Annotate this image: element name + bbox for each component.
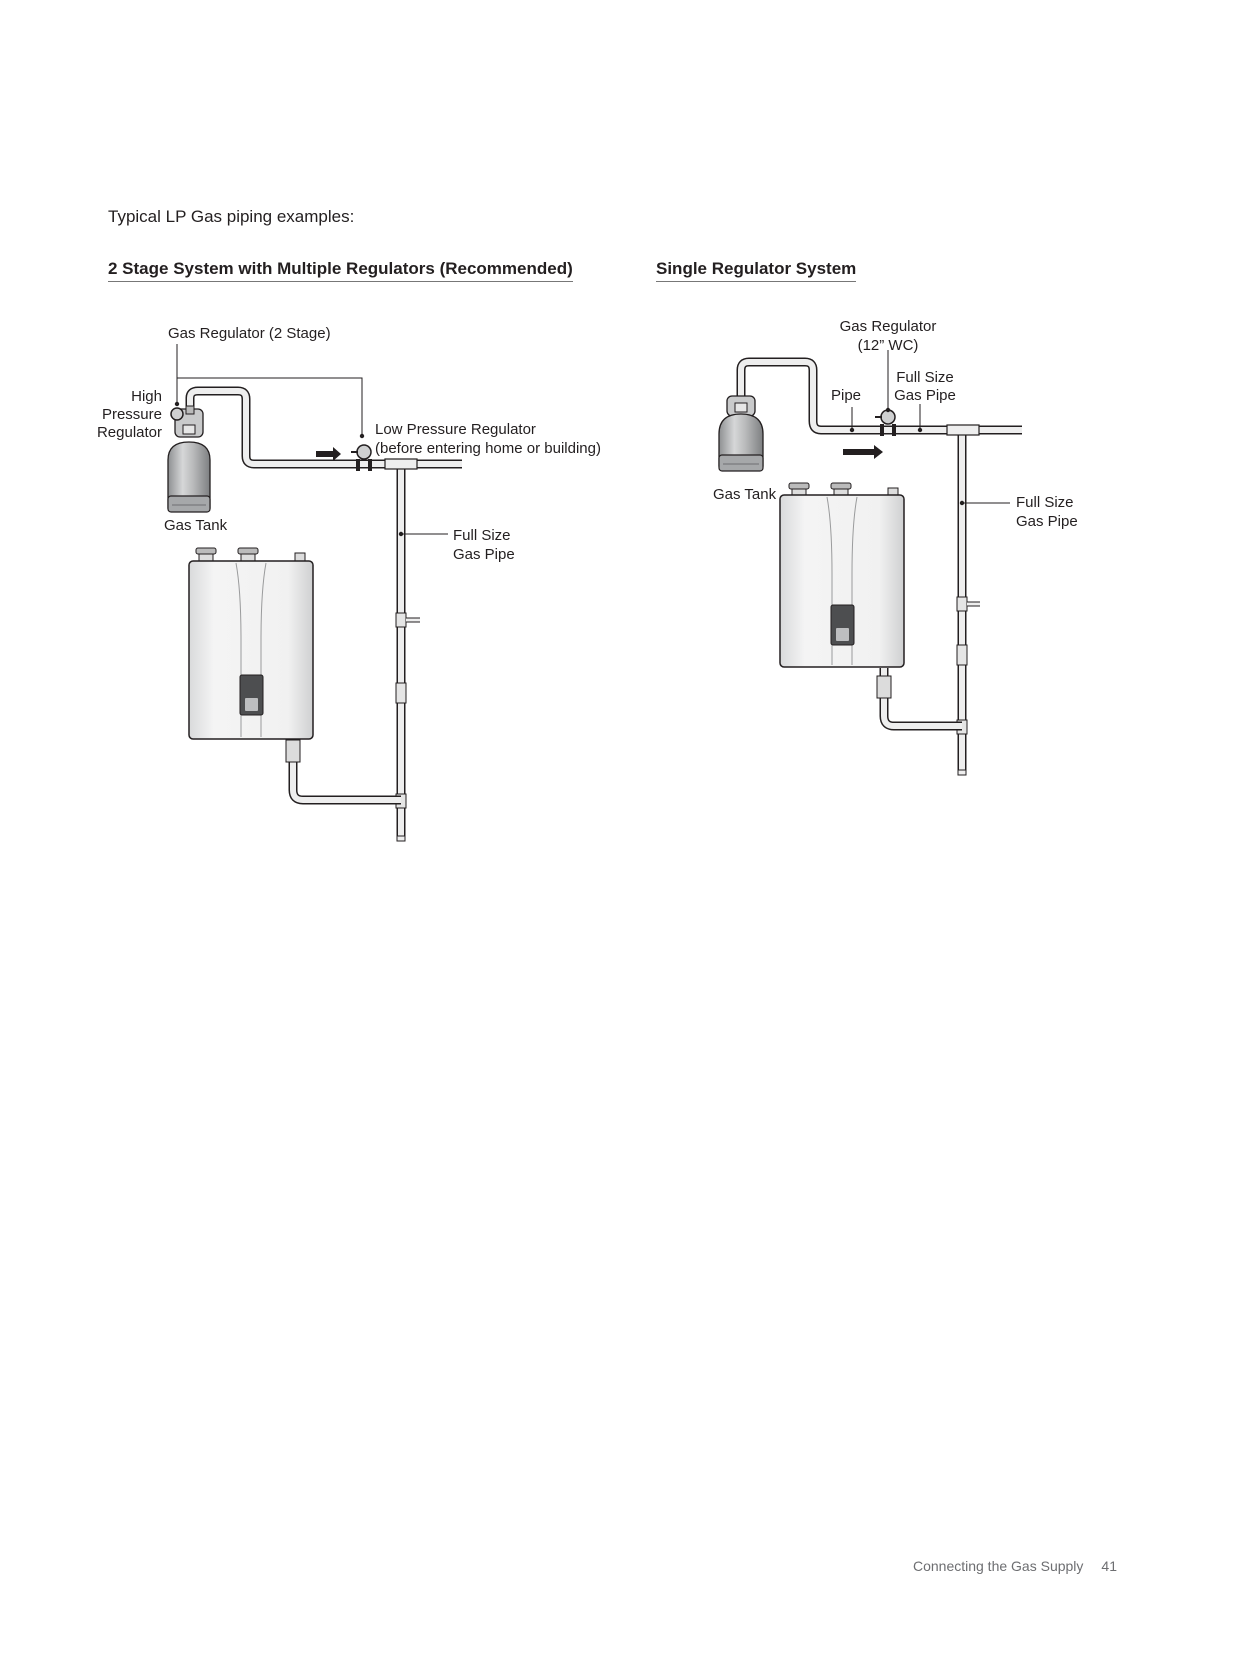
- right-water-heater: [779, 482, 905, 668]
- left-water-heater: [188, 547, 314, 740]
- label-gas-regulator-right-line2: (12” WC): [858, 337, 919, 354]
- left-supply-pipe: [185, 386, 462, 469]
- intro-text: Typical LP Gas piping examples:: [108, 207, 355, 226]
- label-high-pressure-line3: Regulator: [97, 424, 162, 441]
- label-low-pressure-line1: Low Pressure Regulator: [375, 421, 536, 438]
- label-pipe: Pipe: [831, 387, 861, 404]
- left-gas-tank: [167, 408, 211, 513]
- footer-section-title: Connecting the Gas Supply: [912, 1558, 1084, 1574]
- label-full-size-gas-pipe-left-line1: Full Size: [453, 527, 511, 544]
- label-gas-tank-right: Gas Tank: [713, 486, 777, 503]
- label-gas-regulator-2-stage: Gas Regulator (2 Stage): [168, 325, 331, 342]
- left-heater-pipe: [285, 738, 401, 805]
- label-low-pressure-line2: (before entering home or building): [375, 440, 601, 457]
- label-gas-regulator-right-line1: Gas Regulator: [840, 318, 937, 335]
- left-flow-arrow: [316, 447, 341, 461]
- right-gas-tank: [718, 395, 764, 472]
- label-full-size-gas-pipe-top-line1: Full Size: [896, 369, 954, 386]
- left-vertical-pipe: [384, 458, 420, 842]
- right-heater-pipe: [876, 668, 962, 731]
- right-flow-arrow: [843, 445, 883, 459]
- heading-single-regulator-system: Single Regulator System: [656, 259, 857, 282]
- label-full-size-gas-pipe-side-line1: Full Size: [1016, 494, 1074, 511]
- right-diagram: Gas Regulator (12” WC) Pipe Full Size Ga…: [713, 318, 1078, 776]
- label-high-pressure-line2: Pressure: [102, 406, 162, 423]
- left-diagram: Gas Regulator (2 Stage) High Pressure Re…: [97, 325, 601, 842]
- high-pressure-regulator: [170, 405, 195, 421]
- right-supply-pipe: [736, 357, 1022, 435]
- right-vertical-pipe: [946, 424, 980, 776]
- low-pressure-regulator: [351, 444, 372, 471]
- right-gas-regulator: [875, 409, 896, 436]
- heading-two-stage-system: 2 Stage System with Multiple Regulators …: [108, 259, 573, 282]
- label-full-size-gas-pipe-top-line2: Gas Pipe: [894, 387, 956, 404]
- page-footer: Connecting the Gas Supply 41: [913, 1558, 1117, 1574]
- label-full-size-gas-pipe-side-line2: Gas Pipe: [1016, 513, 1078, 530]
- label-full-size-gas-pipe-left-line2: Gas Pipe: [453, 546, 515, 563]
- label-gas-tank-left: Gas Tank: [164, 517, 228, 534]
- page-number: 41: [1101, 1558, 1117, 1574]
- left-leader-lines: [176, 344, 448, 535]
- label-high-pressure-line1: High: [131, 388, 162, 405]
- right-leader-lines: [851, 350, 1010, 504]
